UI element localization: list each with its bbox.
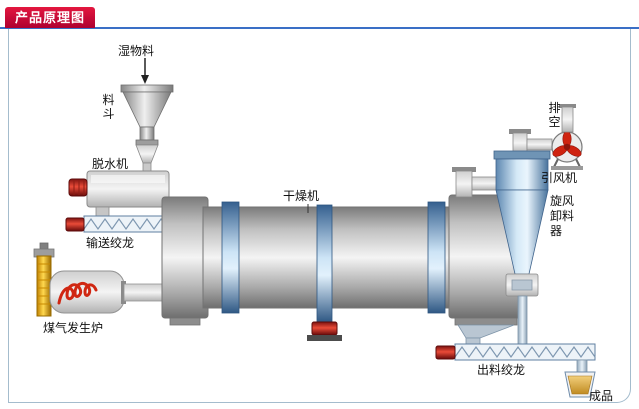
fan-impeller-icon [552,130,582,157]
label-cyclone: 旋风卸料器 [550,194,575,238]
draft-fan [551,104,583,170]
label-wet-material: 湿物料 [118,44,155,58]
gas-furnace [33,242,163,317]
product-bucket [564,371,596,398]
label-product: 成品 [589,389,614,403]
riding-ring-right [427,201,446,314]
label-feed-screw: 输送绞龙 [86,236,135,250]
vent-flange [559,104,576,108]
feed-arrow-icon [141,58,149,84]
label-vent: 排空 [548,101,561,129]
dewatering-machine [68,170,170,217]
cyclone-discharger [493,129,553,345]
label-dryer: 干燥机 [283,189,320,203]
label-dewatering-machine: 脱水机 [92,157,129,171]
support-stand [307,204,342,341]
page-title-tab: 产品原理图 [5,7,96,28]
header-rule [0,27,639,29]
feed-screw-conveyor [65,215,169,233]
rotary-drum-dryer [161,194,523,326]
hopper [120,84,174,174]
vent-pipe [561,106,574,133]
label-draft-fan: 引风机 [541,171,578,185]
flame-icon [57,281,98,305]
riding-ring-left [221,201,240,314]
label-gas-furnace: 煤气发生炉 [43,321,104,335]
exhaust-duct [452,167,501,198]
discharge-screw-conveyor [435,324,596,375]
label-hopper: 料斗 [102,93,115,121]
page-title: 产品原理图 [15,10,86,25]
label-discharge-screw: 出料绞龙 [477,363,526,377]
